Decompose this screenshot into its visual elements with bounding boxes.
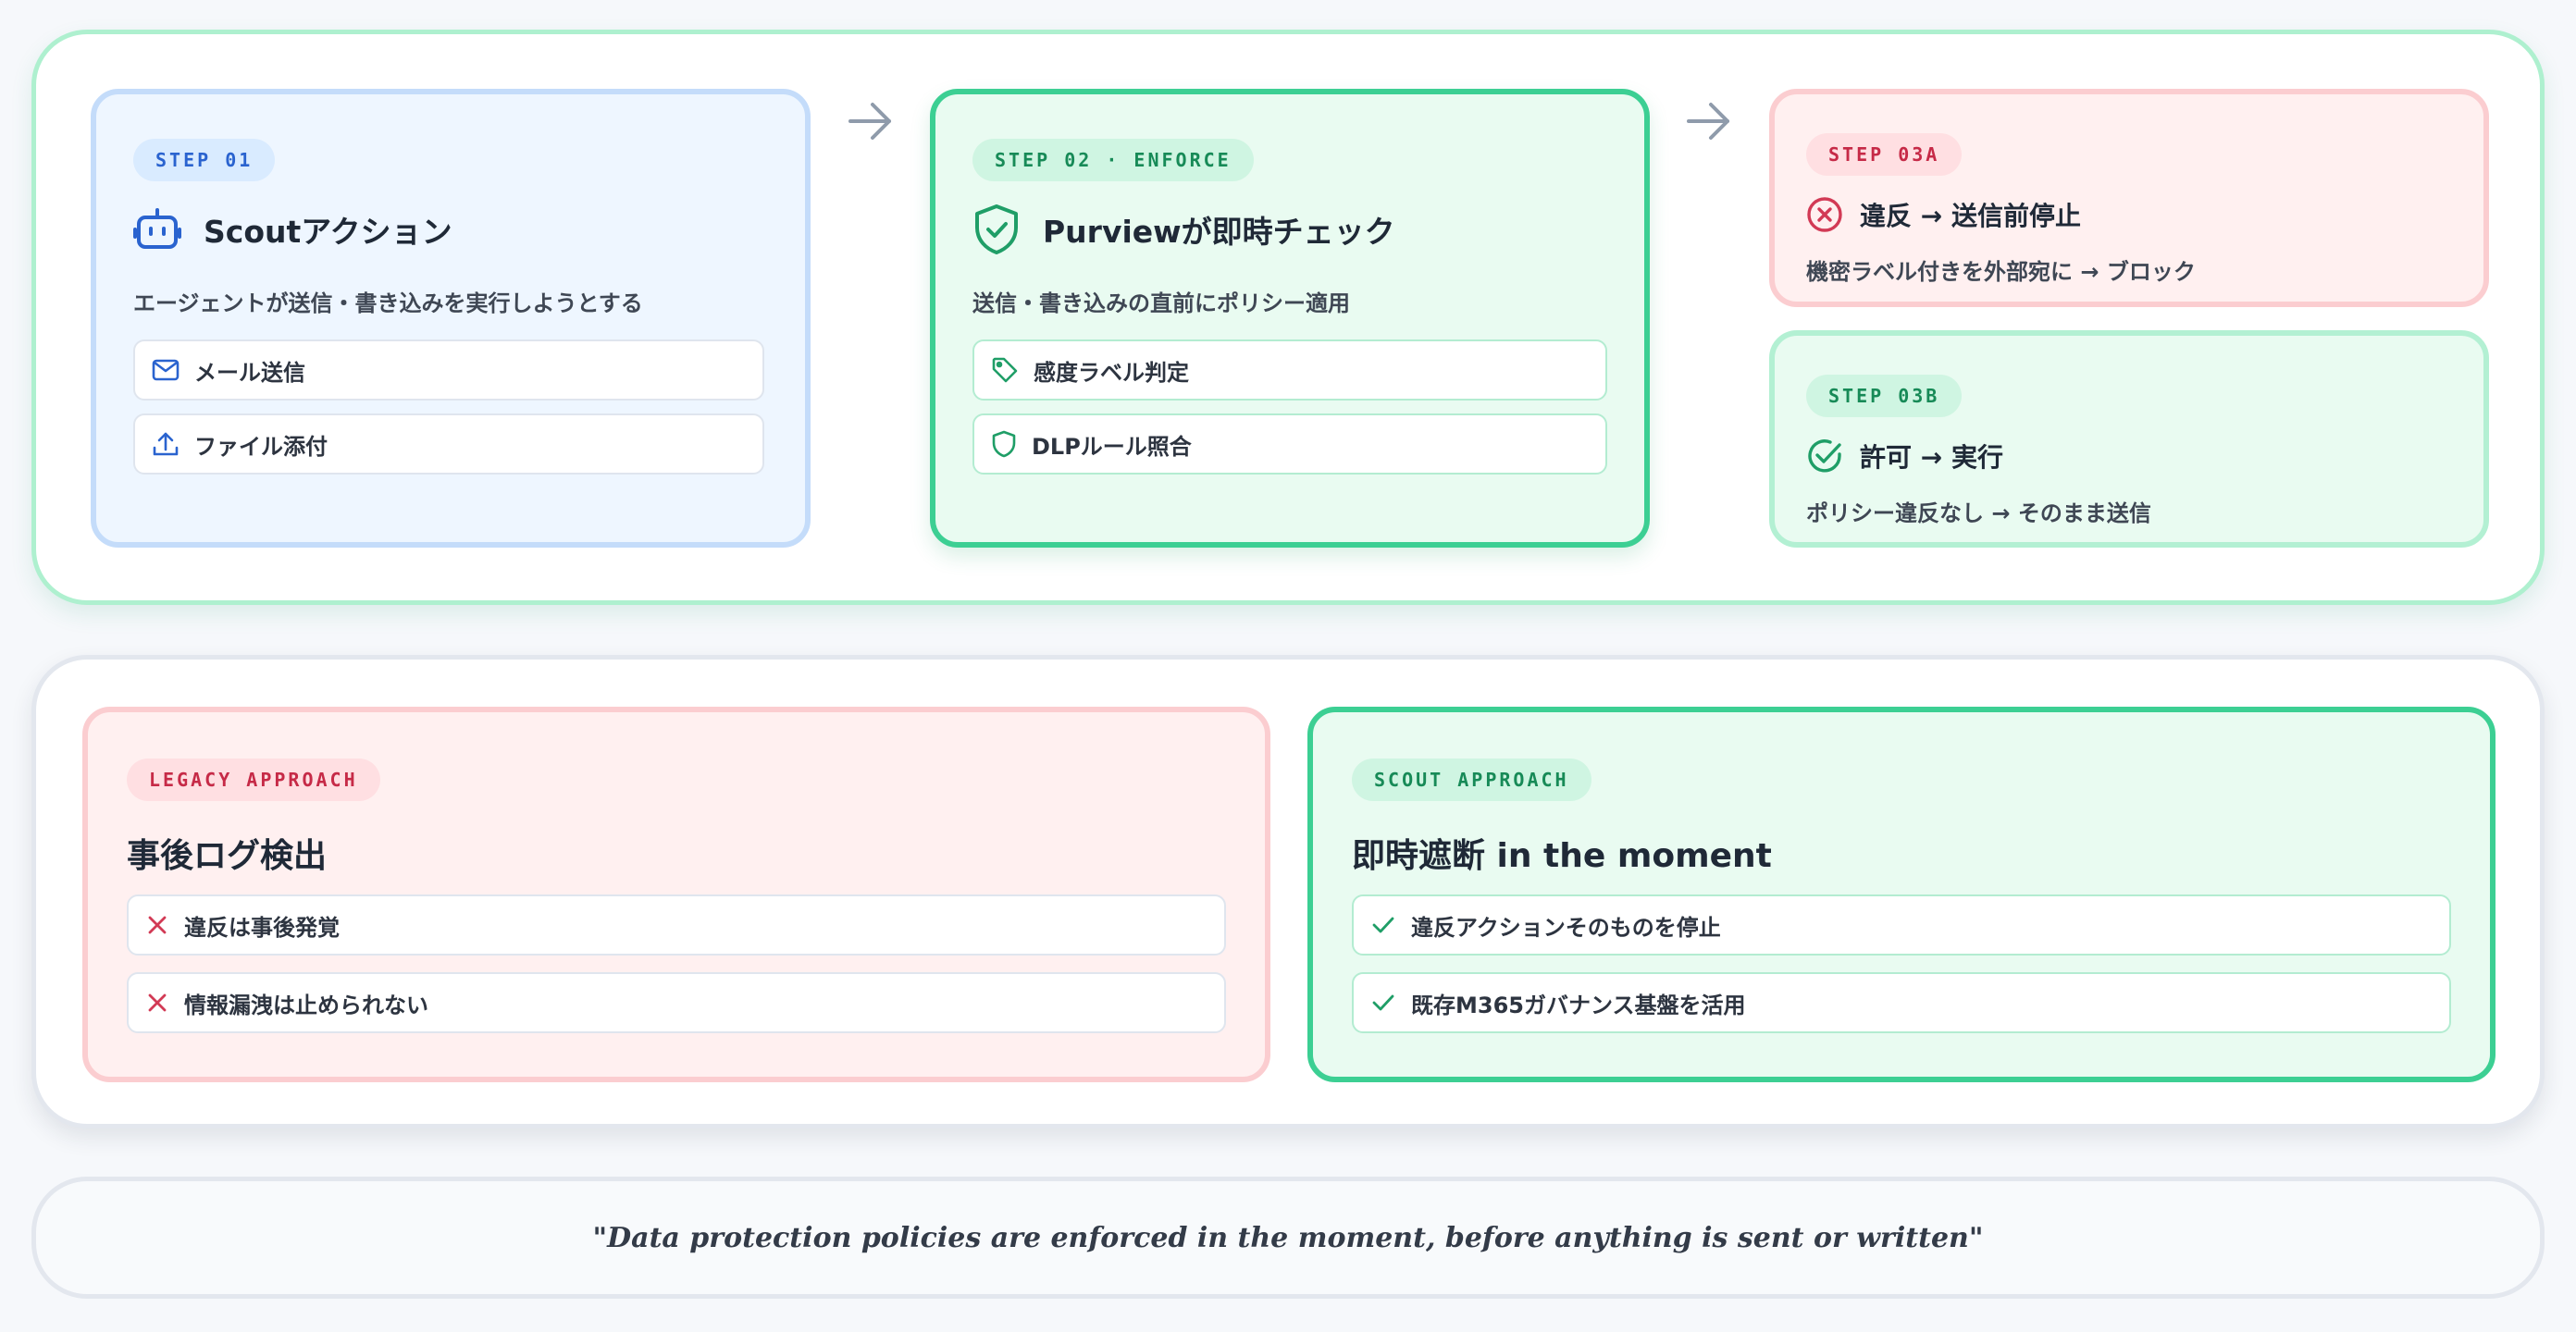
- scout-approach-card: SCOUT APPROACH 即時遮断 in the moment 違反アクショ…: [1307, 707, 2496, 1082]
- legacy-title: 事後ログ検出: [127, 837, 328, 875]
- shield-check-icon: [972, 204, 1021, 255]
- mail-icon: [152, 359, 180, 381]
- legacy-item: 情報漏洩は止められない: [127, 972, 1226, 1033]
- tag-icon: [991, 356, 1019, 384]
- legacy-approach-card: LEGACY APPROACH 事後ログ検出 違反は事後発覚 情報漏洩は止められ…: [82, 707, 1270, 1082]
- step-03a-badge: STEP 03A: [1806, 133, 1963, 176]
- step-01-card: STEP 01 Scoutアクション エージェントが送信・書き込みを実行しようと…: [91, 89, 811, 548]
- step-03a-title-text: 違反 → 送信前停止: [1860, 201, 2081, 231]
- step-01-description: エージェントが送信・書き込みを実行しようとする: [133, 290, 643, 316]
- action-item-mail: メール送信: [133, 339, 764, 401]
- shield-outline-icon: [991, 430, 1017, 458]
- step-03b-title-text: 許可 → 実行: [1860, 442, 2003, 473]
- legacy-item: 違反は事後発覚: [127, 894, 1226, 956]
- check-item-label-text: 感度ラベル判定: [1034, 359, 1189, 386]
- step-03b-badge: STEP 03B: [1806, 375, 1963, 417]
- scout-item: 既存M365ガバナンス基盤を活用: [1352, 972, 2451, 1033]
- step-02-title-text: Purviewが即時チェック: [1043, 214, 1395, 250]
- scout-item-text: 違反アクションそのものを停止: [1411, 914, 1721, 941]
- x-mark-icon: [145, 913, 169, 937]
- step-03b-title: 許可 → 実行: [1806, 438, 2003, 475]
- action-item-attach-label: ファイル添付: [194, 433, 328, 460]
- step-01-title: Scoutアクション: [133, 207, 452, 252]
- step-03a-card: STEP 03A 違反 → 送信前停止 機密ラベル付きを外部宛に → ブロック: [1769, 89, 2489, 307]
- step-03a-title: 違反 → 送信前停止: [1806, 196, 2081, 233]
- legacy-item-text: 情報漏洩は止められない: [184, 992, 428, 1018]
- scout-item-text: 既存M365ガバナンス基盤を活用: [1411, 992, 1746, 1018]
- x-circle-icon: [1806, 196, 1843, 233]
- robot-icon: [133, 207, 181, 252]
- scout-item: 違反アクションそのものを停止: [1352, 894, 2451, 956]
- arrow-right-icon: [1685, 99, 1733, 147]
- check-circle-icon: [1806, 438, 1843, 475]
- check-item-dlp-text: DLPルール照合: [1032, 433, 1192, 460]
- check-item-label: 感度ラベル判定: [972, 339, 1607, 401]
- step-02-card: STEP 02 · ENFORCE Purviewが即時チェック 送信・書き込み…: [930, 89, 1650, 548]
- step-02-title: Purviewが即時チェック: [972, 204, 1395, 255]
- checkmark-icon: [1370, 913, 1396, 937]
- upload-icon: [152, 431, 180, 457]
- step-03a-description: 機密ラベル付きを外部宛に → ブロック: [1806, 259, 2196, 285]
- scout-badge: SCOUT APPROACH: [1352, 758, 1591, 801]
- step-03b-description: ポリシー違反なし → そのまま送信: [1806, 500, 2151, 526]
- step-01-badge: STEP 01: [133, 139, 276, 181]
- step-02-badge: STEP 02 · ENFORCE: [972, 139, 1254, 181]
- approach-comparison-panel: LEGACY APPROACH 事後ログ検出 違反は事後発覚 情報漏洩は止められ…: [31, 655, 2545, 1128]
- action-item-attach: ファイル添付: [133, 413, 764, 475]
- scout-title: 即時遮断 in the moment: [1352, 837, 1772, 875]
- quote-banner: "Data protection policies are enforced i…: [31, 1177, 2545, 1299]
- step-03b-card: STEP 03B 許可 → 実行 ポリシー違反なし → そのまま送信: [1769, 330, 2489, 548]
- action-item-mail-label: メール送信: [194, 359, 305, 386]
- arrow-right-icon: [847, 99, 895, 147]
- enforcement-flow-panel: STEP 01 Scoutアクション エージェントが送信・書き込みを実行しようと…: [31, 30, 2545, 605]
- legacy-badge: LEGACY APPROACH: [127, 758, 380, 801]
- policy-quote: "Data protection policies are enforced i…: [592, 1221, 1984, 1254]
- checkmark-icon: [1370, 991, 1396, 1015]
- legacy-item-text: 違反は事後発覚: [184, 914, 340, 941]
- step-02-description: 送信・書き込みの直前にポリシー適用: [972, 290, 1350, 316]
- x-mark-icon: [145, 991, 169, 1015]
- step-01-title-text: Scoutアクション: [204, 214, 452, 250]
- check-item-dlp: DLPルール照合: [972, 413, 1607, 475]
